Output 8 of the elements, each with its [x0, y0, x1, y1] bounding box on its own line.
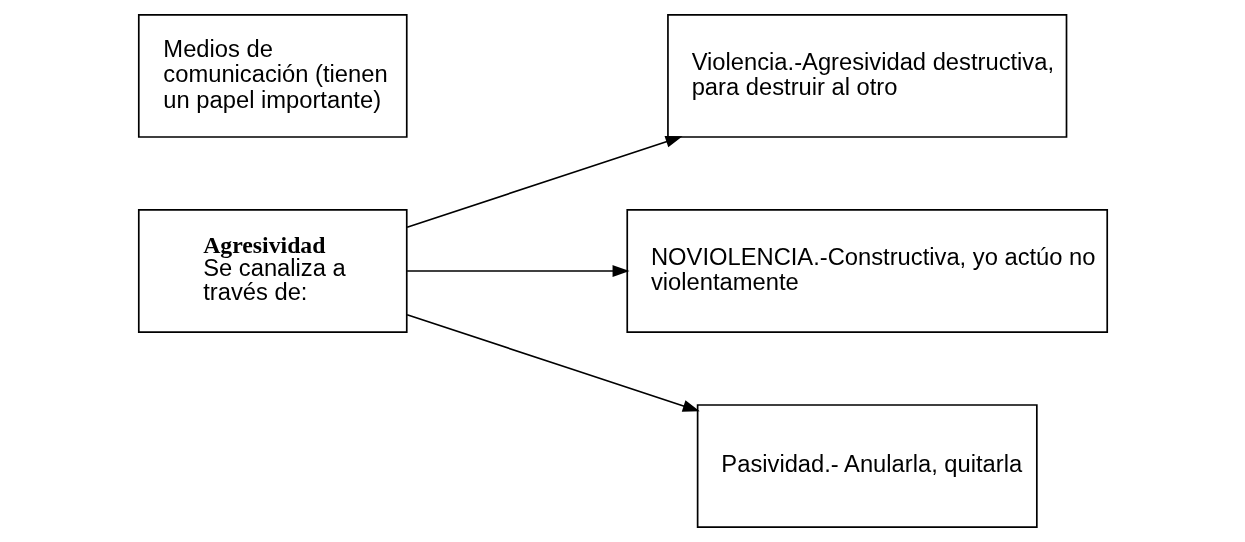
arrow	[405, 265, 630, 277]
node-box: Agresividad Se canaliza a través de:	[137, 209, 408, 333]
node-box: NOVIOLENCIA.-Constructiva, yo actúo no violentamente	[625, 209, 1108, 333]
arrow	[405, 313, 700, 412]
node-box: Pasividad.- Anularla, quitarla	[696, 404, 1038, 528]
node-box: Violencia.-Agresividad destructiva, para destruir al otro	[666, 14, 1067, 138]
node-box: Medios de comunicación (tienen un papel importante)	[137, 14, 408, 138]
arrow	[405, 136, 683, 229]
